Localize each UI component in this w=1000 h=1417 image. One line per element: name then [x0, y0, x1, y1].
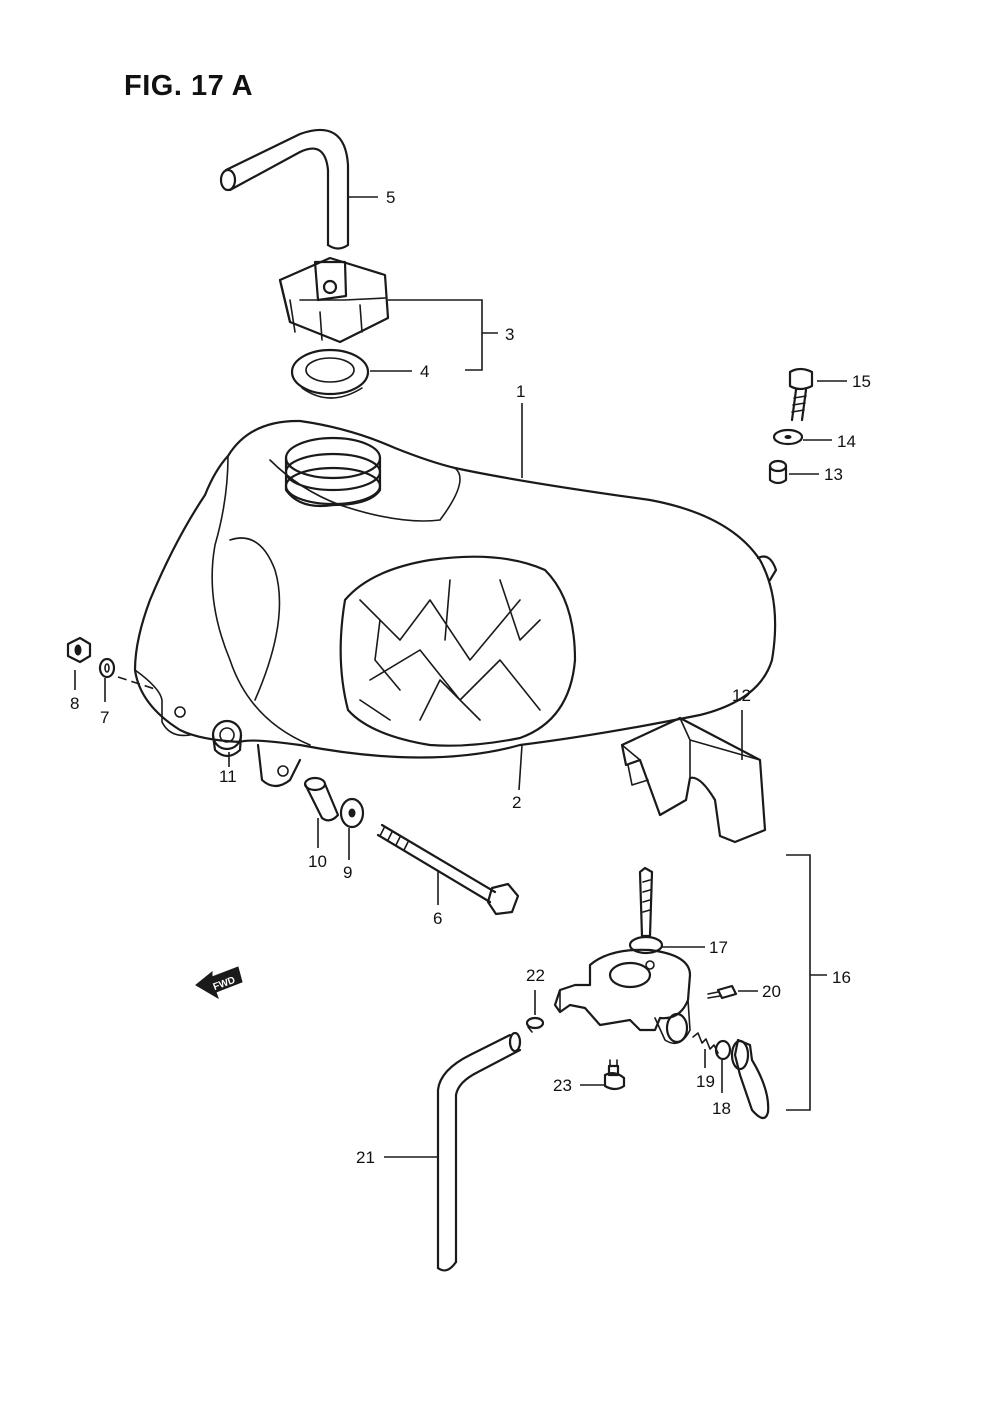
- washer: [772, 428, 804, 446]
- spacer: [303, 776, 340, 822]
- callout-20: 20: [762, 982, 781, 1001]
- fuel-cock-lever: [714, 1038, 770, 1120]
- breather-hose: [219, 128, 350, 250]
- callout-4: 4: [420, 362, 429, 381]
- callout-11: 11: [219, 767, 237, 786]
- callout-18: 18: [712, 1099, 731, 1118]
- hose-clamp: [525, 1016, 545, 1033]
- callout-3: 3: [505, 325, 514, 344]
- washer-small: [98, 657, 116, 679]
- callout-15: 15: [852, 372, 871, 391]
- leader-lines: [74, 196, 847, 1158]
- callout-21: 21: [356, 1148, 375, 1167]
- callout-17: 17: [709, 938, 728, 957]
- callout-22: 22: [526, 966, 545, 985]
- callout-2: 2: [512, 793, 521, 812]
- callout-labels: 1 2 3 4 5 6 7 8 9 10 11 12 13 14 15 16 1…: [70, 188, 871, 1167]
- callout-23: 23: [553, 1076, 572, 1095]
- fuel-cap: [278, 256, 390, 344]
- screw-small: [707, 984, 738, 1000]
- callout-6: 6: [433, 909, 442, 928]
- bolt: [788, 367, 814, 422]
- fuel-tank: [133, 419, 778, 788]
- figure-title: FIG. 17 A: [124, 70, 254, 102]
- callout-12: 12: [732, 686, 751, 705]
- forward-arrow-icon: FWD: [195, 966, 243, 1000]
- callout-16: 16: [832, 968, 851, 987]
- tank-decal: [339, 555, 577, 747]
- callout-8: 8: [70, 694, 79, 713]
- callout-10: 10: [308, 852, 327, 871]
- callout-13: 13: [824, 465, 843, 484]
- callout-5: 5: [386, 188, 395, 207]
- callout-7: 7: [100, 708, 109, 727]
- washer-large: [339, 797, 365, 829]
- spring: [692, 1032, 719, 1054]
- collar: [768, 459, 788, 485]
- cap-gasket: [290, 348, 370, 399]
- grommet: [211, 719, 243, 758]
- mounting-bolt: [376, 823, 520, 916]
- callout-19: 19: [696, 1072, 715, 1091]
- fuel-hose: [436, 1031, 522, 1272]
- callout-14: 14: [837, 432, 856, 451]
- fuel-cock: [553, 866, 692, 1045]
- callout-1: 1: [516, 382, 525, 401]
- tank-cushion: [620, 716, 767, 844]
- nut: [66, 636, 92, 664]
- callout-9: 9: [343, 863, 352, 882]
- mounting-screw: [603, 1059, 626, 1091]
